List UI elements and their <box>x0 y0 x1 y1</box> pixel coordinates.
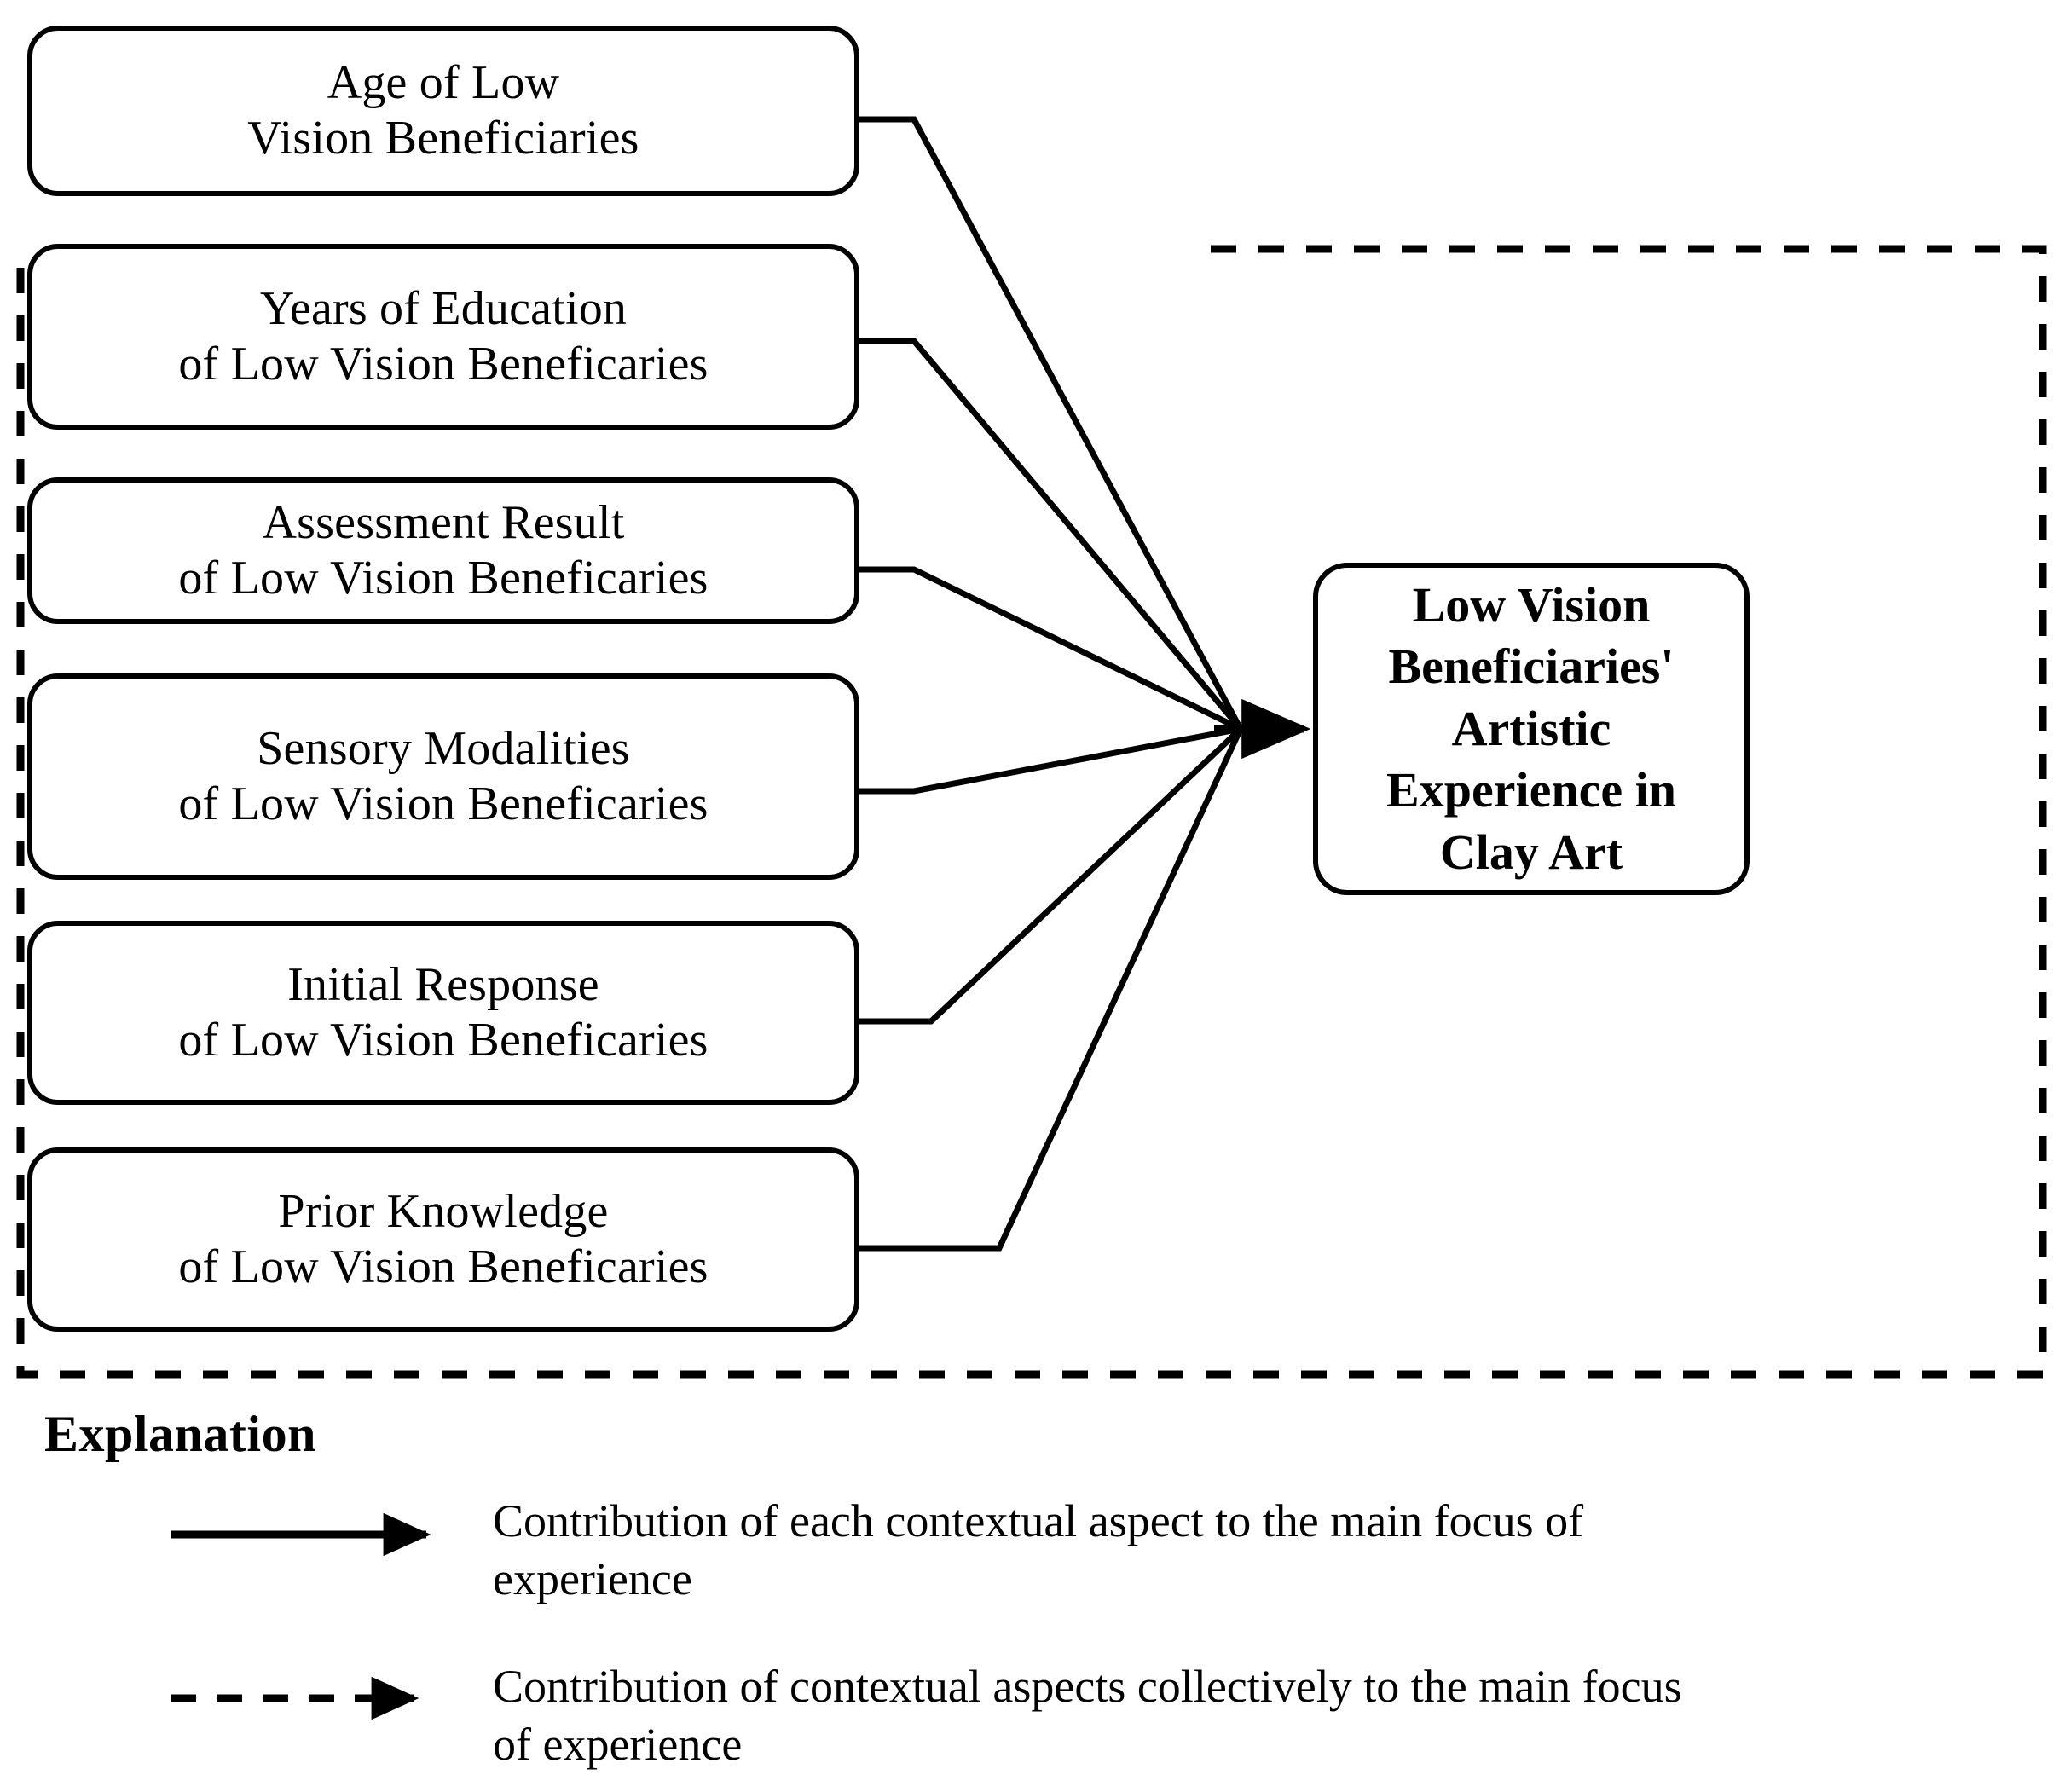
context-box-sensory-modalities[interactable]: Sensory Modalities of Low Vision Benefic… <box>27 673 859 880</box>
context-box-prior-knowledge[interactable]: Prior Knowledge of Low Vision Beneficari… <box>27 1147 859 1332</box>
context-box-years-of-education-label: Years of Education of Low Vision Benefic… <box>178 282 709 390</box>
context-box-age[interactable]: Age of Low Vision Beneficiaries <box>27 26 859 196</box>
connector-assessment-result <box>859 566 1242 732</box>
connector-sensory-modalities <box>859 725 1241 795</box>
context-box-age-label: Age of Low Vision Beneficiaries <box>247 56 639 165</box>
context-box-initial-response[interactable]: Initial Response of Low Vision Beneficar… <box>27 921 859 1105</box>
explanation-heading: Explanation <box>44 1406 316 1462</box>
context-box-assessment-result-label: Assessment Result of Low Vision Benefica… <box>178 496 709 604</box>
context-box-prior-knowledge-label: Prior Knowledge of Low Vision Beneficari… <box>178 1185 709 1293</box>
connector-prior-knowledge <box>859 727 1244 1252</box>
context-box-sensory-modalities-label: Sensory Modalities of Low Vision Benefic… <box>178 722 709 830</box>
context-box-initial-response-label: Initial Response of Low Vision Beneficar… <box>178 958 709 1067</box>
connector-years-of-education <box>859 338 1243 731</box>
legend-item-dashed-label: Contribution of contextual aspects colle… <box>493 1661 1682 1771</box>
legend-item-solid-label: Contribution of each contextual aspect t… <box>493 1495 1584 1605</box>
context-box-assessment-result[interactable]: Assessment Result of Low Vision Benefica… <box>27 477 859 624</box>
connector-initial-response <box>859 726 1243 1025</box>
main-focus-box[interactable]: Low Vision Beneficiaries' Artistic Exper… <box>1313 563 1750 895</box>
connector-age <box>859 116 1244 731</box>
connector-lines <box>859 116 1244 1252</box>
main-focus-box-label: Low Vision Beneficiaries' Artistic Exper… <box>1386 576 1676 880</box>
context-box-years-of-education[interactable]: Years of Education of Low Vision Benefic… <box>27 244 859 430</box>
